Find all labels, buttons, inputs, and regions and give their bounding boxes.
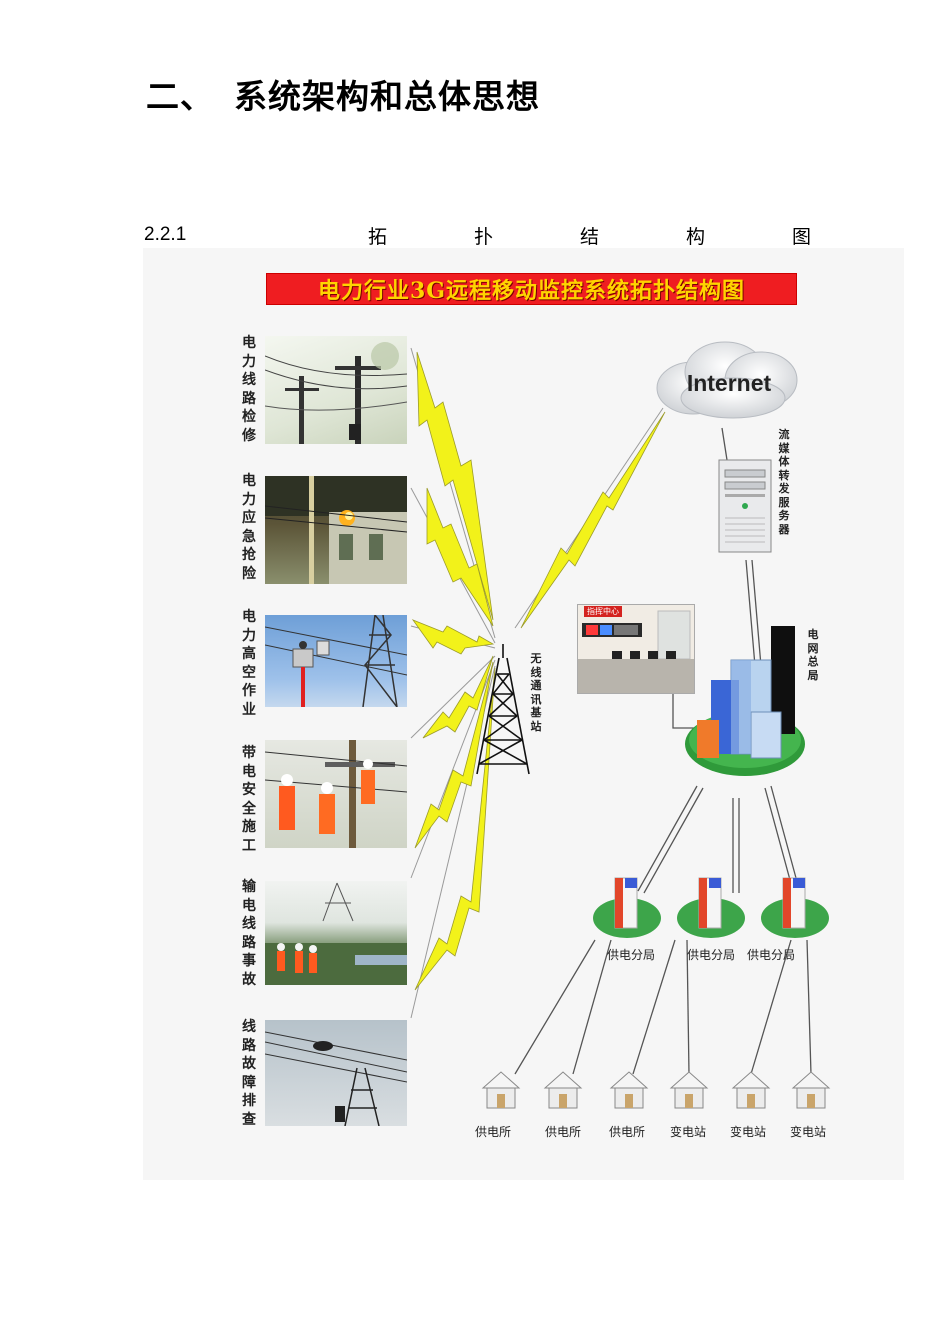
topology-figure: 电力行业3G远程移动监控系统拓扑结构图 (143, 248, 904, 1180)
branch-label: 供电分局 (607, 948, 656, 962)
house-icon (543, 1071, 583, 1109)
scenario-label: 输电线路事故 (242, 879, 256, 988)
subsection-heading: 2.2.1 拓 扑 结 构 图 (0, 222, 950, 248)
house-icon (609, 1071, 649, 1109)
station-label: 供电所 (609, 1125, 646, 1139)
station-label: 供电所 (475, 1125, 512, 1139)
photo-fault-inspection (265, 1020, 407, 1126)
tower-label: 无线通讯基站 (530, 652, 542, 733)
photo-emergency-repair (265, 476, 407, 584)
house-icon (669, 1071, 709, 1109)
photo-transmission-accident (265, 881, 407, 985)
bolt-icon (411, 619, 495, 655)
scenario-label: 电力高空作业 (242, 609, 256, 718)
scenario-label: 电力应急抢险 (242, 473, 256, 582)
internet-label: Internet (686, 370, 772, 396)
scenario-label: 线路故障排查 (242, 1019, 256, 1128)
bolt-icon (426, 487, 494, 627)
internet-cloud-icon (656, 341, 798, 419)
lightning-bolts (411, 351, 666, 991)
photo-line-maintenance (265, 336, 407, 444)
hq-buildings-icon (685, 626, 805, 776)
house-icon (481, 1071, 521, 1109)
subsection-char: 结 (580, 226, 600, 248)
control-room-photo: 指挥中心 (577, 604, 695, 694)
server-label: 流媒体转发服务器 (778, 428, 790, 536)
branch-label: 供电分局 (747, 948, 796, 962)
cell-tower-icon (476, 644, 530, 775)
station-label: 变电站 (730, 1125, 767, 1139)
subsection-char: 构 (686, 226, 706, 248)
connection-lines (410, 347, 812, 1075)
bolt-icon (416, 351, 494, 621)
subsection-number: 2.2.1 (144, 224, 187, 245)
section-number: 二、 (146, 77, 214, 116)
house-icon (731, 1071, 771, 1109)
subsection-char: 扑 (474, 226, 494, 248)
section-heading: 二、系统架构和总体思想 (146, 70, 540, 118)
control-room-sign: 指挥中心 (584, 606, 622, 617)
scenario-label: 带电安全施工 (242, 745, 256, 854)
branch-building-icon (593, 877, 661, 938)
scenario-label: 电力线路检修 (242, 335, 256, 444)
subsection-char: 图 (792, 226, 812, 248)
hq-label: 电网总局 (807, 628, 819, 682)
station-label: 供电所 (545, 1125, 582, 1139)
figure-title-banner: 电力行业3G远程移动监控系统拓扑结构图 (266, 273, 797, 305)
station-label: 变电站 (670, 1125, 707, 1139)
bolt-icon (520, 411, 666, 629)
section-title: 系统架构和总体思想 (234, 77, 540, 116)
house-icon (791, 1071, 831, 1109)
server-icon (718, 459, 772, 553)
station-label: 变电站 (790, 1125, 827, 1139)
branch-building-icon (761, 877, 829, 938)
branch-label: 供电分局 (687, 948, 736, 962)
bolt-icon (414, 661, 494, 849)
branch-building-icon (677, 877, 745, 938)
subsection-char: 拓 (368, 226, 388, 248)
bolt-icon (422, 655, 494, 739)
photo-high-altitude-work (265, 615, 407, 707)
photo-live-line-safety (265, 740, 407, 848)
bolt-icon (414, 667, 496, 991)
